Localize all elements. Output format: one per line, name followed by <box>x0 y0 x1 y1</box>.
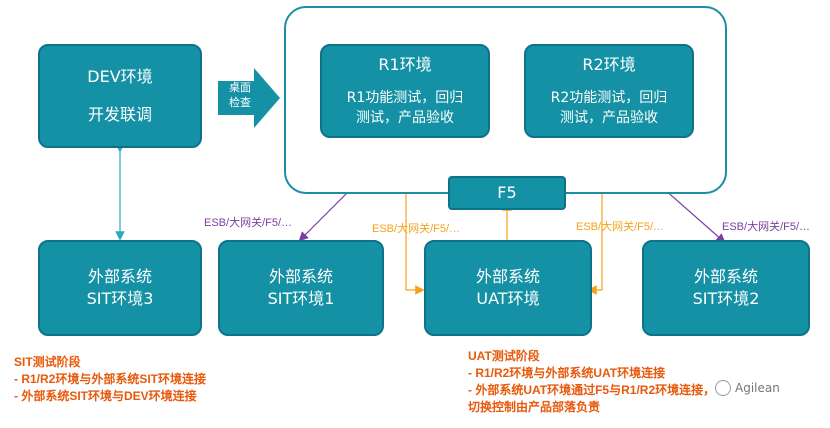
desk-check-line2: 检查 <box>229 96 251 109</box>
sit-note-item-2: - 外部系统SIT环境与DEV环境连接 <box>14 389 197 403</box>
sit1-line1: 外部系统 <box>268 267 333 286</box>
r2-desc-line2: 测试，产品验收 <box>560 110 658 126</box>
sit3-line1: 外部系统 <box>87 267 152 286</box>
watermark-text: Agilean <box>735 381 780 395</box>
desk-check-line1: 桌面 <box>229 81 251 94</box>
uat-line1: 外部系统 <box>475 267 540 286</box>
sit1-line2: SIT环境1 <box>267 289 335 308</box>
sit2-node: 外部系统 SIT环境2 <box>642 240 810 336</box>
r1-environment-node: R1环境 R1功能测试，回归 测试，产品验收 <box>320 44 490 138</box>
r1-desc-line2: 测试，产品验收 <box>356 110 454 126</box>
uat-line2: UAT环境 <box>476 289 540 308</box>
r2-desc-line1: R2功能测试，回归 <box>550 90 668 106</box>
dev-title: DEV环境 <box>87 67 153 86</box>
edge-label-left-purple: ESB/大网关/F5/… <box>204 217 293 229</box>
uat-note-title: UAT测试阶段 <box>468 349 540 363</box>
desk-check-arrow <box>218 68 280 128</box>
r2-title: R2环境 <box>582 55 636 74</box>
sit2-line1: 外部系统 <box>693 267 758 286</box>
edge-label-right-orange: ESB/大网关/F5/… <box>576 221 665 233</box>
f5-label: F5 <box>497 183 517 202</box>
r2-environment-node: R2环境 R2功能测试，回归 测试，产品验收 <box>524 44 694 138</box>
sit3-line2: SIT环境3 <box>86 289 154 308</box>
r1-title: R1环境 <box>378 55 432 74</box>
sit-note-item-1: - R1/R2环境与外部系统SIT环境连接 <box>14 372 207 386</box>
sit1-node: 外部系统 SIT环境1 <box>218 240 384 336</box>
r1-desc-line1: R1功能测试，回归 <box>346 90 464 106</box>
uat-note-item-2: - 外部系统UAT环境通过F5与R1/R2环境连接， <box>468 383 716 397</box>
sit3-node: 外部系统 SIT环境3 <box>38 240 202 336</box>
sit2-line2: SIT环境2 <box>692 289 760 308</box>
wechat-icon <box>715 380 731 396</box>
uat-note-item-3: 切换控制由产品部落负责 <box>468 400 601 414</box>
f5-node: F5 <box>448 176 566 210</box>
edge-label-right-purple: ESB/大网关/F5/… <box>722 221 811 233</box>
uat-node: 外部系统 UAT环境 <box>424 240 592 336</box>
dev-subtitle: 开发联调 <box>87 105 152 124</box>
sit-note-title: SIT测试阶段 <box>14 355 81 369</box>
desk-check-label: 桌面 检查 <box>222 80 258 110</box>
edge-label-left-orange: ESB/大网关/F5/… <box>372 223 461 235</box>
sit-phase-note: SIT测试阶段 - R1/R2环境与外部系统SIT环境连接 - 外部系统SIT环… <box>14 354 206 405</box>
uat-note-item-1: - R1/R2环境与外部系统UAT环境连接 <box>468 366 666 380</box>
uat-phase-note: UAT测试阶段 - R1/R2环境与外部系统UAT环境连接 - 外部系统UAT环… <box>468 348 715 416</box>
watermark: Agilean <box>715 380 780 396</box>
dev-environment-node: DEV环境 开发联调 <box>38 44 202 148</box>
